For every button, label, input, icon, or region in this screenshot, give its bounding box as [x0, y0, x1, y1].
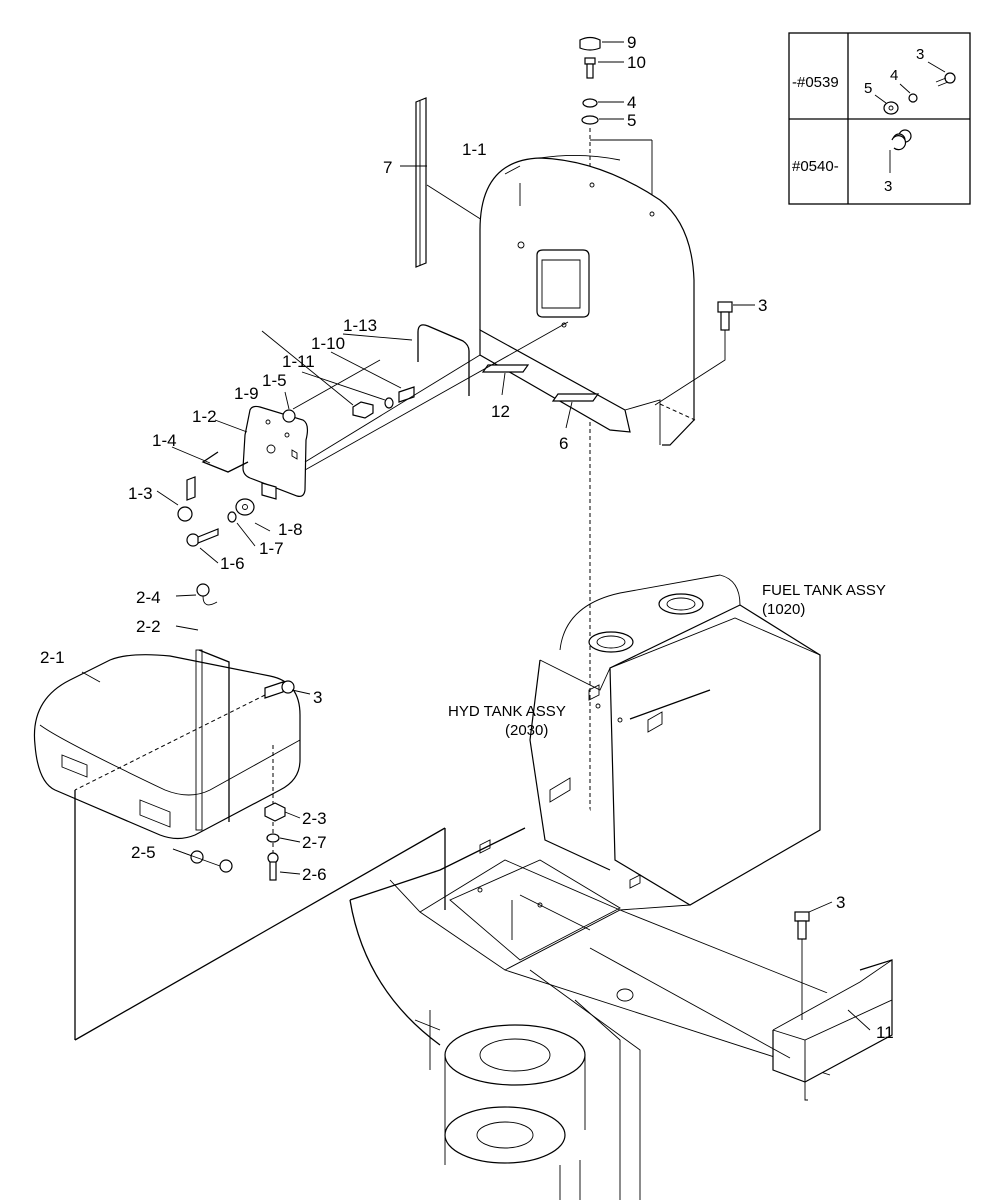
callout-1-9: 1-9: [234, 384, 259, 403]
inset-callout-3b: 3: [884, 178, 892, 195]
washer-1-11: [384, 397, 394, 409]
washer-1-7: [227, 511, 237, 523]
cap-icon: [579, 36, 601, 51]
hyd-tank: [529, 659, 611, 871]
cover-2-1: [33, 583, 446, 1041]
callout-2-4: 2-4: [136, 588, 161, 607]
hyd-tank-label: HYD TANK ASSY: [448, 703, 566, 720]
callout-1-11: 1-11: [282, 352, 315, 371]
bolt-2-4: [196, 583, 210, 597]
bolt-icon: [944, 72, 956, 84]
nut-2-5a: [190, 850, 204, 864]
inset-callout-3a: 3: [916, 46, 924, 63]
callout-2-1: 2-1: [40, 648, 65, 667]
bolt-washer-assembly-icon: [891, 135, 907, 151]
bolt-1-10: [398, 386, 415, 403]
bracket-assembly-1: [156, 321, 569, 564]
bolt-1-3: [177, 506, 193, 522]
rod-1-4: [201, 451, 249, 473]
callout-4: 4: [627, 93, 636, 112]
callout-7: 7: [383, 158, 392, 177]
callout-2-6: 2-6: [302, 865, 327, 884]
nut-2-5b: [219, 859, 233, 873]
cover-window: [536, 249, 590, 318]
spring-washer-icon: [908, 93, 918, 103]
callout-1-4: 1-4: [152, 431, 177, 450]
washer-2-7: [266, 833, 280, 843]
callout-1-13: 1-13: [343, 316, 377, 335]
callout-6: 6: [559, 434, 568, 453]
callout-3-top: 3: [758, 296, 767, 315]
bracket-2-3: [264, 802, 286, 822]
callout-9: 9: [627, 33, 636, 52]
inset-callout-5: 5: [864, 80, 872, 97]
upper-frame: [349, 827, 871, 1200]
serial-inset-table: -#0539 #0540- 3 4 5 3: [788, 32, 971, 205]
bolt-1-6: [197, 528, 219, 544]
callout-12: 12: [491, 402, 510, 421]
callout-2-2: 2-2: [136, 617, 161, 636]
callout-1-7: 1-7: [259, 539, 284, 558]
inset-callout-4: 4: [890, 67, 898, 84]
serial-range-2: #0540-: [792, 158, 839, 175]
callout-2-5: 2-5: [131, 843, 156, 862]
plate-1-2: [242, 405, 309, 497]
fuel-tank-label: FUEL TANK ASSY: [762, 582, 886, 599]
callout-2-7: 2-7: [302, 833, 327, 852]
bracket-1-5: [352, 401, 374, 419]
callout-1-1: 1-1: [462, 140, 487, 159]
fuel-tank: [609, 604, 821, 906]
tray-11: [589, 901, 893, 1101]
bolt-icon: [586, 63, 594, 79]
serial-range-1: -#0539: [792, 74, 839, 91]
callout-10: 10: [627, 53, 646, 72]
leader-hyd: [629, 689, 711, 720]
callout-1-8: 1-8: [278, 520, 303, 539]
washer-1-8: [235, 498, 255, 516]
strap-1-13: [417, 324, 470, 396]
bolt-3-mid: [264, 681, 284, 699]
callout-5: 5: [627, 111, 636, 130]
callout-2-3: 2-3: [302, 809, 327, 828]
hyd-tank-ref: (2030): [505, 722, 548, 739]
strip-6: [551, 393, 600, 402]
callout-1-6: 1-6: [220, 554, 245, 573]
callout-1-3: 1-3: [128, 484, 153, 503]
cover-1-1: [479, 154, 696, 446]
tank-assemblies: [529, 574, 821, 906]
bolt-3-top: [654, 301, 755, 406]
callout-11: 11: [876, 1023, 894, 1042]
strip-12: [481, 364, 530, 373]
callout-1-2: 1-2: [192, 407, 217, 426]
boom-foot-pin: [444, 1024, 586, 1086]
washer-icon: [883, 101, 899, 115]
fuel-tank-ref: (1020): [762, 601, 805, 618]
callout-1-5: 1-5: [262, 371, 287, 390]
rubber-strip-7: [400, 97, 483, 268]
callout-3-low: 3: [836, 893, 845, 912]
bolt-2-6: [269, 861, 277, 881]
callout-labels: 9 10 4 5 1-1 7 3 1-13 1-10 1-11 1-5 1-9 …: [40, 33, 894, 1042]
callout-1-10: 1-10: [311, 334, 345, 353]
nut-1-9: [282, 409, 296, 423]
callout-3-mid: 3: [313, 688, 322, 707]
